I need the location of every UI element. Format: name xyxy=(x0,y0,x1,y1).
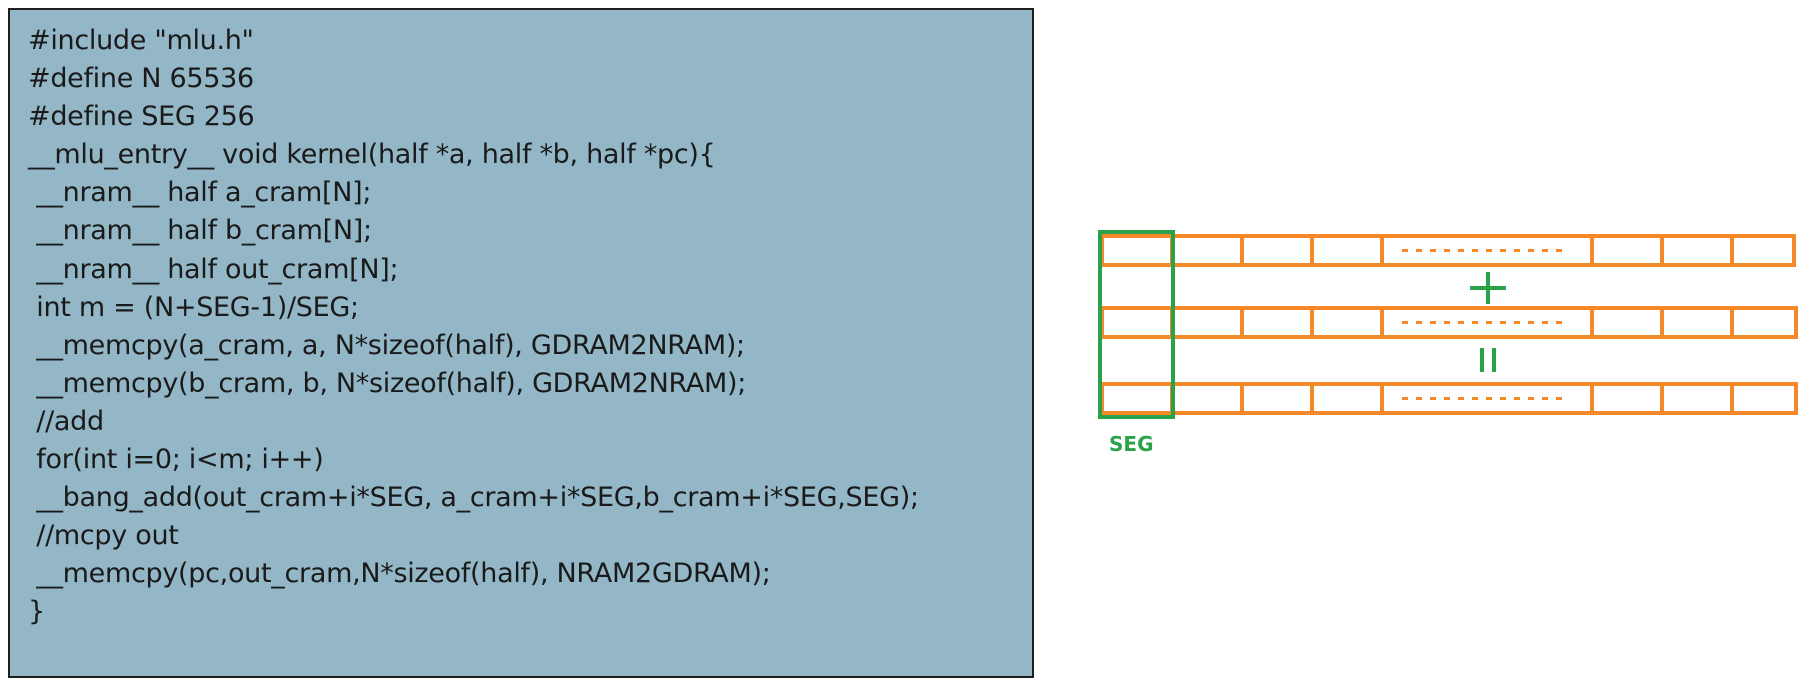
code-line: __mlu_entry__ void kernel(half *a, half … xyxy=(28,139,716,171)
code-panel: #include "mlu.h" #define N 65536 #define… xyxy=(8,8,1034,678)
array-row-out xyxy=(1100,382,1798,415)
code-line: __bang_add(out_cram+i*SEG, a_cram+i*SEG,… xyxy=(28,482,919,514)
array-cell xyxy=(1310,382,1384,415)
array-cell xyxy=(1240,306,1314,339)
code-line: #define SEG 256 xyxy=(28,101,255,133)
array-cell xyxy=(1170,234,1244,267)
array-row-a xyxy=(1100,234,1796,267)
array-cell xyxy=(1590,382,1664,415)
array-cell xyxy=(1100,306,1174,339)
array-cell xyxy=(1170,382,1244,415)
array-cell xyxy=(1730,306,1798,339)
code-line: __memcpy(pc,out_cram,N*sizeof(half), NRA… xyxy=(28,558,771,590)
code-line: //mcpy out xyxy=(28,520,179,552)
code-line: __nram__ half out_cram[N]; xyxy=(28,253,399,285)
array-cell xyxy=(1310,306,1384,339)
array-cell xyxy=(1240,234,1314,267)
array-cell xyxy=(1590,234,1664,267)
code-line: #define N 65536 xyxy=(28,63,254,95)
array-cell xyxy=(1310,234,1384,267)
array-cell xyxy=(1170,306,1244,339)
array-cell xyxy=(1730,382,1798,415)
code-line: __nram__ half b_cram[N]; xyxy=(28,215,372,247)
array-cell xyxy=(1660,234,1734,267)
code-line: //add xyxy=(28,405,104,437)
code-line: for(int i=0; i<m; i++) xyxy=(28,444,324,476)
code-block: #include "mlu.h" #define N 65536 #define… xyxy=(28,22,919,632)
array-cell xyxy=(1730,234,1796,267)
array-cell xyxy=(1590,306,1664,339)
segment-add-diagram: SEG xyxy=(1098,230,1798,456)
array-row-b xyxy=(1100,306,1798,339)
array-cell xyxy=(1100,234,1174,267)
code-line: } xyxy=(28,596,45,628)
array-cell xyxy=(1100,382,1174,415)
seg-highlight-box xyxy=(1098,230,1175,419)
seg-label: SEG xyxy=(1109,432,1153,456)
code-line: __nram__ half a_cram[N]; xyxy=(28,177,372,209)
array-cell xyxy=(1660,306,1734,339)
code-line: int m = (N+SEG-1)/SEG; xyxy=(28,291,359,323)
plus-icon xyxy=(1470,272,1506,304)
array-cell xyxy=(1240,382,1314,415)
equals-icon xyxy=(1480,348,1496,372)
code-line: #include "mlu.h" xyxy=(28,25,254,56)
array-cell xyxy=(1660,382,1734,415)
code-line: __memcpy(b_cram, b, N*sizeof(half), GDRA… xyxy=(28,367,747,399)
code-line: __memcpy(a_cram, a, N*sizeof(half), GDRA… xyxy=(28,329,745,361)
